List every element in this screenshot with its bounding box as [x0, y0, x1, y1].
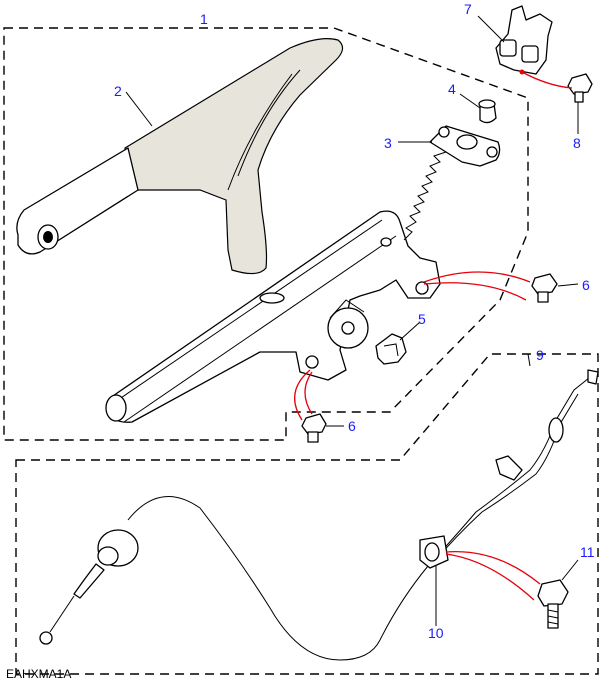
bolt-6-upper	[531, 273, 558, 303]
bolt-8	[567, 73, 593, 103]
callout-6-lower: 6	[348, 418, 356, 434]
red-leader-6b-2	[304, 371, 313, 415]
red-leader-8	[521, 71, 573, 89]
callout-7: 7	[464, 1, 472, 17]
bolt-11	[537, 579, 569, 629]
leader-5	[399, 321, 421, 341]
red-leader-11-1	[445, 550, 541, 585]
callout-10: 10	[428, 625, 444, 641]
brake-cable	[39, 369, 599, 661]
red-leader-11-2	[445, 553, 535, 601]
bolt-6-lower	[301, 413, 327, 443]
leader-4	[459, 93, 481, 109]
group-9-boundary	[15, 353, 599, 675]
callout-8: 8	[573, 135, 581, 151]
callout-3: 3	[384, 135, 392, 151]
leader-6a	[557, 283, 579, 287]
callout-2: 2	[114, 83, 122, 99]
cable-clip	[419, 535, 449, 569]
leader-9	[527, 353, 531, 367]
callout-9: 9	[536, 347, 544, 363]
hinge-bracket	[495, 5, 553, 75]
bushing	[478, 99, 497, 124]
callout-6-upper: 6	[582, 277, 590, 293]
handbrake-lever-body	[105, 210, 441, 423]
leader-2	[125, 91, 153, 127]
callout-11: 11	[580, 544, 595, 560]
hand-grip	[16, 38, 344, 275]
mounting-bracket	[429, 125, 501, 167]
diagram-reference-code: EAHXMA1A	[6, 667, 71, 681]
red-leader-6b-1	[294, 369, 311, 421]
callout-1: 1	[200, 11, 208, 27]
red-leader-6a-1	[423, 271, 531, 283]
leader-11	[561, 559, 579, 581]
red-leader-6a-2	[423, 282, 527, 301]
callout-5: 5	[418, 311, 426, 327]
leader-7	[477, 15, 505, 43]
group-1-boundary	[3, 27, 529, 441]
warning-switch	[375, 333, 407, 365]
callout-4: 4	[448, 81, 456, 97]
